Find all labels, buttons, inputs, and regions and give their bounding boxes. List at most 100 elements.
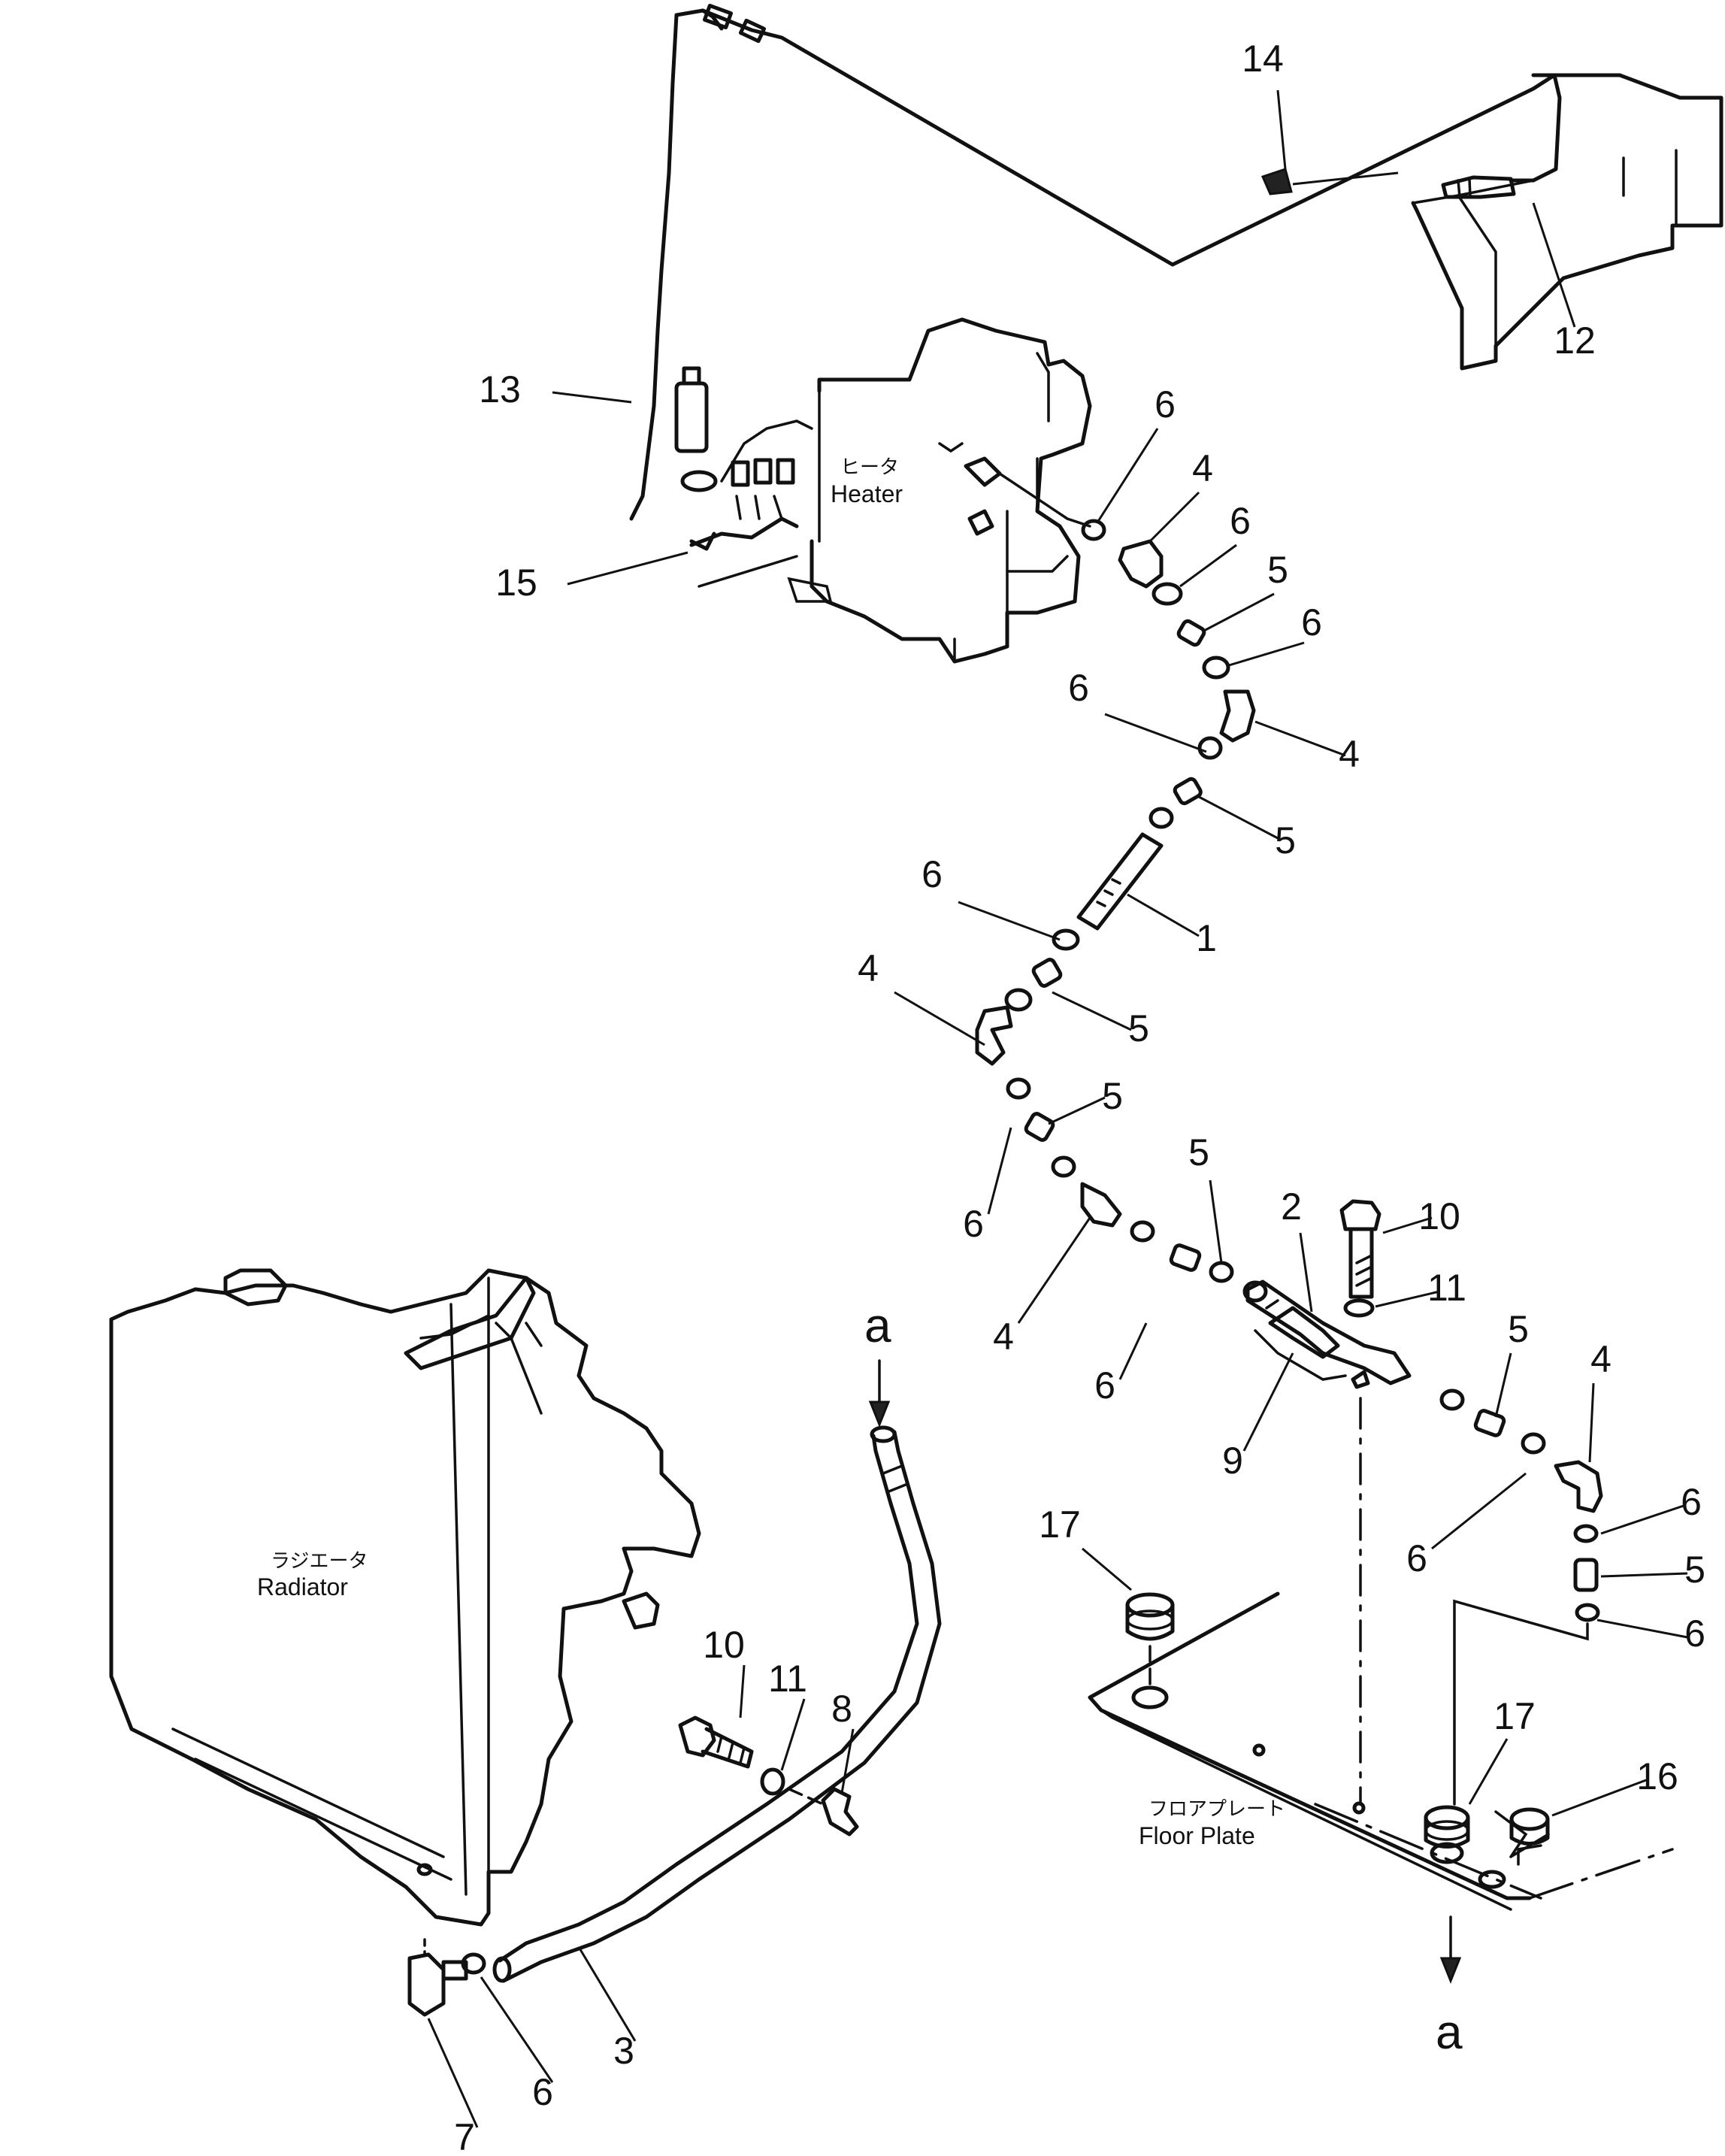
radiator-label-en: Radiator (257, 1573, 348, 1600)
callout-number-9: 9 (1222, 1440, 1243, 1482)
callout-leader-8 (840, 1728, 855, 1794)
callout-leader-10 (739, 1664, 746, 1718)
callout-leader-4 (1254, 720, 1346, 757)
heater-label-en: Heater (831, 480, 903, 507)
callout-number-6: 6 (963, 1203, 984, 1245)
callout-leader-5 (1600, 1572, 1688, 1578)
floor-plate-label-en: Floor Plate (1139, 1822, 1255, 1849)
hose-chain-lower (1439, 1388, 1603, 1806)
hose-1 (1076, 832, 1164, 931)
callout-leader-6 (1179, 544, 1237, 588)
callout-number-5: 5 (1188, 1131, 1209, 1173)
callout-leader-4 (1017, 1217, 1091, 1324)
callout-leader-6 (1118, 1322, 1148, 1380)
callout-number-5: 5 (1684, 1549, 1705, 1591)
callout-number-6: 6 (1684, 1612, 1705, 1655)
callout-number-4: 4 (858, 947, 879, 989)
callout-leader-11 (1375, 1290, 1440, 1308)
callout-number-17: 17 (1493, 1695, 1536, 1737)
callout-number-6: 6 (1155, 383, 1176, 425)
grommet-16 (1509, 1807, 1550, 1846)
callout-leader-16 (1551, 1779, 1647, 1817)
drain-cock-7 (407, 1938, 468, 2017)
callout-number-14: 14 (1242, 38, 1284, 80)
callout-number-5: 5 (1102, 1075, 1123, 1117)
callout-number-8: 8 (831, 1688, 852, 1730)
callout-leader-3 (577, 1946, 637, 2042)
callout-leader-5 (1494, 1352, 1512, 1418)
callout-number-5: 5 (1128, 1007, 1149, 1049)
callout-number-1: 1 (1196, 917, 1217, 959)
callout-number-13: 13 (479, 368, 521, 410)
hose-chain-upper (1081, 519, 1256, 829)
callout-leader-10 (1382, 1216, 1433, 1234)
callout-leader-6 (987, 1127, 1012, 1215)
callout-number-11: 11 (768, 1658, 807, 1700)
washer-11-right (1343, 1298, 1375, 1318)
sensor-wire-13 (629, 3, 1562, 521)
callout-leader-6 (1096, 428, 1159, 523)
callout-number-6: 6 (922, 853, 943, 895)
radiator (109, 1268, 701, 1927)
washer-11-left (760, 1767, 785, 1796)
callout-leader-17 (1468, 1738, 1509, 1805)
callout-number-16: 16 (1636, 1755, 1678, 1797)
callout-number-6: 6 (1230, 500, 1251, 542)
bolt-10-left (678, 1715, 754, 1769)
clamp-9 (1254, 1306, 1370, 1389)
callout-number-11: 11 (1427, 1267, 1466, 1309)
callout-leader-6 (1104, 713, 1207, 753)
callout-leader-13 (552, 391, 632, 404)
callout-leader-6 (480, 1976, 554, 2083)
callout-number-10: 10 (703, 1624, 745, 1666)
callout-leader-6 (1228, 641, 1305, 667)
callout-leader-9 (1242, 1352, 1294, 1452)
heater-label-jp: ヒータ (840, 456, 899, 479)
callout-leader-17 (1082, 1547, 1132, 1591)
callout-number-5: 5 (1267, 549, 1288, 591)
callout-number-6: 6 (1301, 601, 1322, 643)
callout-number-6: 6 (1681, 1481, 1702, 1523)
heater-port-upper (964, 456, 1091, 528)
clamp-6-radiator (461, 1952, 486, 1975)
heater-unit (787, 317, 1092, 664)
clamp-8 (821, 1787, 859, 1837)
callout-leader-1 (1127, 893, 1200, 937)
callout-leader-15 (567, 551, 688, 586)
callout-leader-6 (1600, 1504, 1684, 1535)
callout-leader-5 (1209, 1179, 1223, 1264)
callout-leader-5 (1052, 991, 1132, 1031)
callout-leader-5 (1048, 1096, 1106, 1125)
callout-leader-5 (1202, 592, 1275, 633)
callout-number-6: 6 (1068, 667, 1089, 709)
callout-number-6: 6 (1094, 1364, 1115, 1407)
callout-number-7: 7 (454, 2116, 475, 2156)
grommet-17-lower (1424, 1805, 1470, 1849)
callout-number-12: 12 (1554, 319, 1596, 362)
callout-leader-6 (1431, 1472, 1527, 1550)
callout-number-10: 10 (1418, 1195, 1460, 1237)
callout-number-5: 5 (1275, 819, 1296, 861)
floor-plate-label-jp: フロアプレート (1148, 1798, 1285, 1821)
radiator-label-jp: ラジエータ (271, 1550, 368, 1573)
callout-number-4: 4 (993, 1316, 1014, 1358)
flow-ref-label-top: a (864, 1298, 891, 1352)
callout-number-4: 4 (1339, 733, 1360, 775)
flow-arrow-a-bottom (1439, 1915, 1462, 1985)
callout-number-15: 15 (495, 562, 537, 604)
callout-leader-5 (1198, 795, 1279, 840)
callout-leader-6 (1596, 1619, 1688, 1639)
callout-leader-4 (1148, 491, 1200, 543)
callout-leader-4 (1588, 1382, 1595, 1463)
heater-connector (674, 366, 813, 588)
callout-leader-4 (894, 991, 985, 1046)
hose-chain-middle (975, 928, 1234, 1283)
callout-number-3: 3 (613, 2030, 634, 2072)
callout-number-5: 5 (1508, 1308, 1529, 1350)
callout-number-6: 6 (532, 2071, 553, 2113)
callout-leader-6 (958, 901, 1061, 941)
callout-number-2: 2 (1281, 1185, 1302, 1228)
callout-leader-14 (1276, 89, 1287, 170)
